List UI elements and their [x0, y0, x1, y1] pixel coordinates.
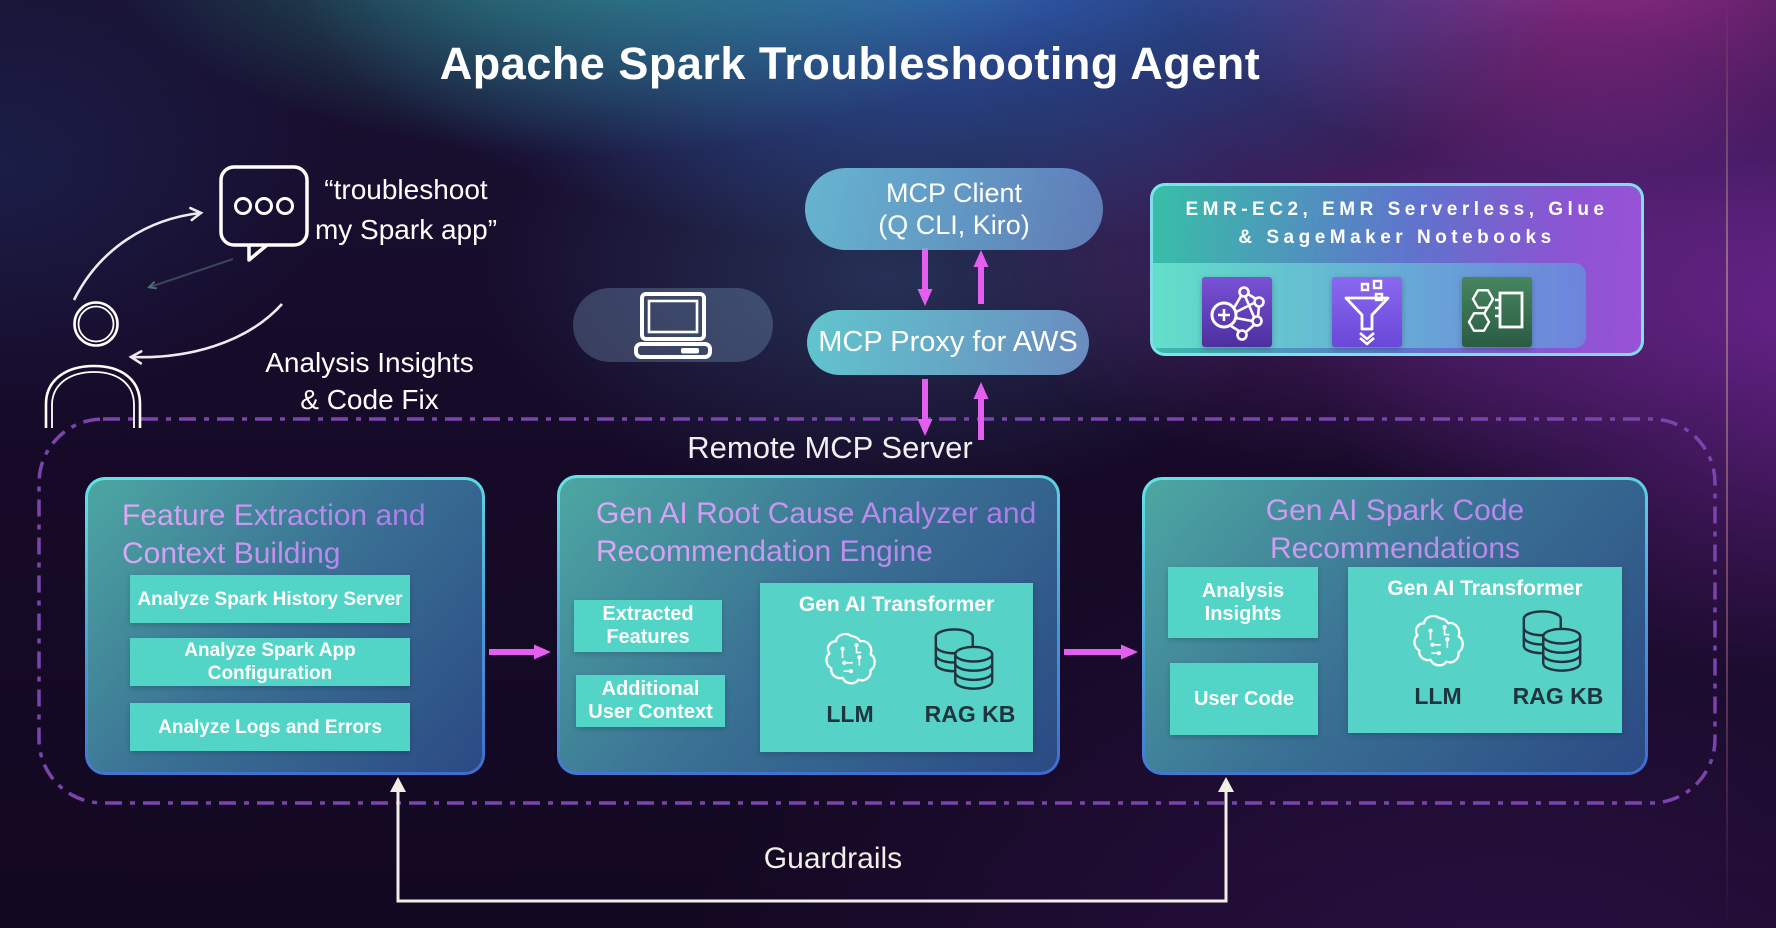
environments-heading: EMR-EC2, EMR Serverless, Glue & SageMake… [1185, 199, 1609, 248]
llm-label: LLM [826, 701, 874, 727]
rag-kb-label: RAG KB [924, 701, 1016, 727]
extracted-features-item: Extracted Features [574, 600, 722, 652]
rag-kb-database-icon [1520, 609, 1584, 682]
user-code-item: User Code [1170, 663, 1318, 735]
llm-brain-icon [822, 629, 878, 696]
arrow-chat-faint [146, 258, 234, 290]
environments-panel: EMR-EC2, EMR Serverless, Glue & SageMake… [1150, 183, 1644, 356]
analysis-insights-item: Analysis Insights [1168, 567, 1318, 638]
code-recommendations-box: Gen AI Spark Code Recommendations Analys… [1142, 477, 1648, 775]
sagemaker-notebook-icon [1462, 277, 1532, 347]
analyze-logs-errors-item: Analyze Logs and Errors [130, 703, 410, 751]
mcp-proxy-box: MCP Proxy for AWS [807, 310, 1089, 375]
remote-mcp-server-label: Remote MCP Server [687, 430, 973, 465]
laptop-icon [634, 292, 712, 359]
glue-service-icon [1332, 277, 1402, 347]
code-recommendations-title: Gen AI Spark Code Recommendations [1145, 492, 1645, 568]
guardrails-arrowhead-left [390, 777, 406, 792]
additional-user-context-item: Additional User Context [576, 675, 725, 727]
guardrails-label: Guardrails [763, 842, 903, 875]
arrow-system-to-user [128, 303, 283, 365]
laptop-pill [573, 288, 773, 362]
guardrails-bracket [396, 790, 1228, 903]
gen-ai-transformer-box-2: Gen AI Transformer [1348, 567, 1622, 733]
analyze-app-configuration-item: Analyze Spark App Configuration [130, 638, 410, 686]
gen-ai-transformer-box: Gen AI Transformer [760, 583, 1033, 752]
user-icon [38, 296, 142, 428]
llm-brain-icon [1410, 611, 1466, 678]
feature-extraction-title: Feature Extraction and Context Building [122, 497, 426, 573]
rag-kb-database-icon [932, 627, 996, 700]
gen-ai-transformer-title-2: Gen AI Transformer [1387, 577, 1583, 600]
guardrails-arrowhead-right [1218, 777, 1234, 792]
rag-kb-label: RAG KB [1512, 683, 1604, 709]
background-edge-line [1726, 0, 1728, 928]
mcp-client-box: MCP Client (Q CLI, Kiro) [805, 168, 1103, 250]
llm-label: LLM [1414, 683, 1462, 709]
emr-service-icon [1202, 277, 1272, 347]
remote-mcp-server-boundary [37, 417, 1717, 805]
analyze-history-server-item: Analyze Spark History Server [130, 575, 410, 623]
gen-ai-transformer-title: Gen AI Transformer [798, 593, 995, 616]
chat-bubble-icon [218, 164, 310, 262]
root-cause-analyzer-title: Gen AI Root Cause Analyzer and Recommend… [596, 495, 1036, 571]
user-request-text: “troubleshoot my Spark app” [314, 174, 498, 245]
page-title: Apache Spark Troubleshooting Agent [439, 38, 1261, 89]
response-text: Analysis Insights & Code Fix [265, 347, 474, 415]
feature-extraction-box: Feature Extraction and Context Building … [85, 477, 485, 775]
arrow-user-to-chat [72, 206, 204, 301]
root-cause-analyzer-box: Gen AI Root Cause Analyzer and Recommend… [557, 475, 1060, 775]
